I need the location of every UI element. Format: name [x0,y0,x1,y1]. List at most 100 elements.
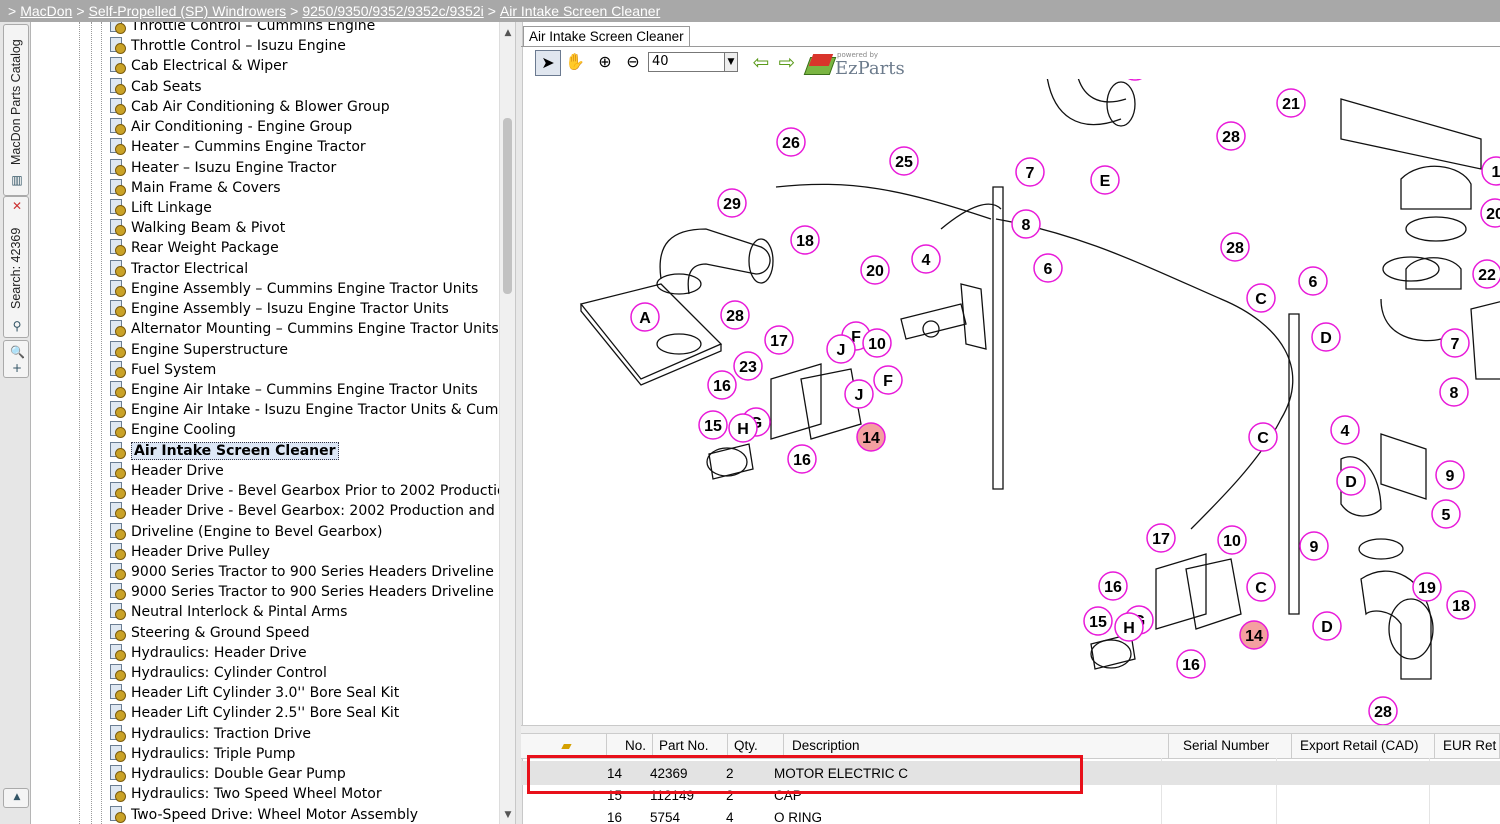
callout-21[interactable]: 21 [1276,88,1306,118]
column-header-eur-retail[interactable]: EUR Ret [1435,734,1500,758]
zoom-tab[interactable]: 🔍 + [3,340,29,378]
tree-item[interactable]: Header Drive - Bevel Gearbox: 2002 Produ… [109,501,499,521]
callout-28[interactable]: 28 [1368,696,1398,725]
callout-14[interactable]: 14 [1239,620,1269,650]
breadcrumb-link-model[interactable]: 9250/9350/9352/9352c/9352i [302,3,484,19]
breadcrumb-link-macdon[interactable]: MacDon [20,3,73,19]
column-header-description[interactable]: Description [784,734,1169,758]
tree-item[interactable]: Lift Linkage [109,198,212,218]
callout-C[interactable]: C [1248,422,1278,452]
callout-4[interactable]: 4 [911,244,941,274]
breadcrumb-link-windrowers[interactable]: Self-Propelled (SP) Windrowers [88,3,287,19]
tree-item[interactable]: Rear Weight Package [109,238,279,258]
callout-6[interactable]: 6 [1033,253,1063,283]
callout-20[interactable]: 20 [1480,198,1500,228]
tree-item[interactable]: Throttle Control – Isuzu Engine [109,36,346,56]
tree-item[interactable]: Air Intake Screen Cleaner [109,441,339,461]
scroll-up-icon[interactable]: ▲ [504,28,512,38]
callout-5[interactable]: 5 [1431,499,1461,529]
callout-28[interactable]: 28 [1216,121,1246,151]
callout-D[interactable]: D [1336,466,1366,496]
callout-9[interactable]: 9 [1435,460,1465,490]
callout-C[interactable]: C [1246,572,1276,602]
callout-17[interactable]: 17 [764,325,794,355]
folder-icon[interactable]: ▰ [521,734,607,758]
tree-item[interactable]: Cab Air Conditioning & Blower Group [109,97,390,117]
callout-15[interactable]: 15 [1083,606,1113,636]
callout-J[interactable]: J [826,334,856,364]
callout-J[interactable]: J [844,379,874,409]
callout-14[interactable]: 14 [856,422,886,452]
tree-item[interactable]: Engine Assembly – Cummins Engine Tractor… [109,279,478,299]
scrollbar-thumb[interactable] [503,118,512,294]
tree-item[interactable]: Header Drive Pulley [109,542,270,562]
tree-item[interactable]: Header Lift Cylinder 2.5'' Bore Seal Kit [109,703,399,723]
pane-splitter[interactable] [515,22,523,824]
zoom-in-icon[interactable]: ⊕ [598,52,612,71]
callout-19[interactable]: 19 [1412,572,1442,602]
grid-resize-handle[interactable] [521,725,1500,734]
callout-16[interactable]: 16 [707,370,737,400]
tree-item[interactable]: Hydraulics: Two Speed Wheel Motor [109,784,382,804]
column-header-no[interactable]: No. [607,734,653,758]
tree-item[interactable]: Engine Superstructure [109,340,288,360]
tree-item[interactable]: Heater – Isuzu Engine Tractor [109,158,336,178]
callout-23[interactable]: 23 [733,351,763,381]
tree-item[interactable]: Tractor Electrical [109,259,248,279]
chevron-down-icon[interactable]: ▼ [724,52,738,72]
callout-20[interactable]: 20 [860,255,890,285]
tree-item[interactable]: Hydraulics: Header Drive [109,643,307,663]
tree-item[interactable]: Driveline (Engine to Bevel Gearbox) [109,522,382,542]
column-header-part-no[interactable]: Part No. [653,734,728,758]
tree-item[interactable]: Cab Electrical & Wiper [109,56,288,76]
callout-7[interactable]: 7 [1015,157,1045,187]
zoom-out-icon[interactable]: ⊖ [626,52,640,71]
tree-item[interactable]: Cab Seats [109,77,202,97]
tree-item[interactable]: Engine Cooling [109,420,236,440]
tree-item[interactable]: Header Lift Cylinder 3.0'' Bore Seal Kit [109,683,399,703]
tree-item[interactable]: 9000 Series Tractor to 900 Series Header… [109,582,499,602]
callout-15[interactable]: 15 [698,410,728,440]
callout-26[interactable]: 26 [776,127,806,157]
tab-parts-catalog[interactable]: MacDon Parts Catalog ▥ [3,24,29,196]
callout-22[interactable]: 22 [1121,79,1149,81]
tree-item[interactable]: Fuel System [109,360,216,380]
tree-item[interactable]: Air Conditioning - Engine Group [109,117,352,137]
scroll-down-icon[interactable]: ▼ [504,810,512,820]
tree-item[interactable]: Main Frame & Covers [109,178,281,198]
callout-D[interactable]: D [1312,611,1342,641]
callout-10[interactable]: 10 [1217,525,1247,555]
parts-diagram[interactable]: 22212826257E29818282046A28C6D17F10J23JF1… [521,79,1500,725]
tree-item[interactable]: Header Drive [109,461,224,481]
callout-4[interactable]: 4 [1330,415,1360,445]
tree-item[interactable]: Engine Air Intake – Cummins Engine Tract… [109,380,478,400]
tree-item[interactable]: Header Drive - Bevel Gearbox Prior to 20… [109,481,499,501]
callout-8[interactable]: 8 [1011,209,1041,239]
callout-16[interactable]: 16 [787,444,817,474]
callout-F[interactable]: F [873,365,903,395]
tree-item[interactable]: Throttle Control – Cummins Engine [109,22,375,36]
callout-16[interactable]: 16 [1098,571,1128,601]
breadcrumb-link-current[interactable]: Air Intake Screen Cleaner [499,3,661,19]
callout-16[interactable]: 16 [1176,649,1206,679]
callout-H[interactable]: H [1114,612,1144,642]
tree-item[interactable]: Two-Speed Drive: Wheel Motor Assembly [109,805,418,824]
callout-9[interactable]: 9 [1299,531,1329,561]
tab-search[interactable]: ✕ Search: 42369 ⚲ [3,196,29,338]
tree-item[interactable]: Neutral Interlock & Pintal Arms [109,602,347,622]
close-icon[interactable]: ✕ [11,199,23,213]
tree-item[interactable]: Engine Assembly – Isuzu Engine Tractor U… [109,299,449,319]
forward-arrow-icon[interactable]: ⇨ [778,50,796,74]
callout-18[interactable]: 18 [790,225,820,255]
pan-hand-icon[interactable]: ✋ [565,52,585,71]
callout-25[interactable]: 25 [889,146,919,176]
tab-air-intake-screen-cleaner[interactable]: Air Intake Screen Cleaner [523,26,690,47]
callout-29[interactable]: 29 [717,188,747,218]
callout-22[interactable]: 22 [1472,259,1500,289]
collapse-button[interactable]: ▲ [3,788,29,808]
tree-item[interactable]: 9000 Series Tractor to 900 Series Header… [109,562,499,582]
column-header-export-retail[interactable]: Export Retail (CAD) [1292,734,1435,758]
tree-scrollbar[interactable]: ▲ ▼ [499,22,516,824]
